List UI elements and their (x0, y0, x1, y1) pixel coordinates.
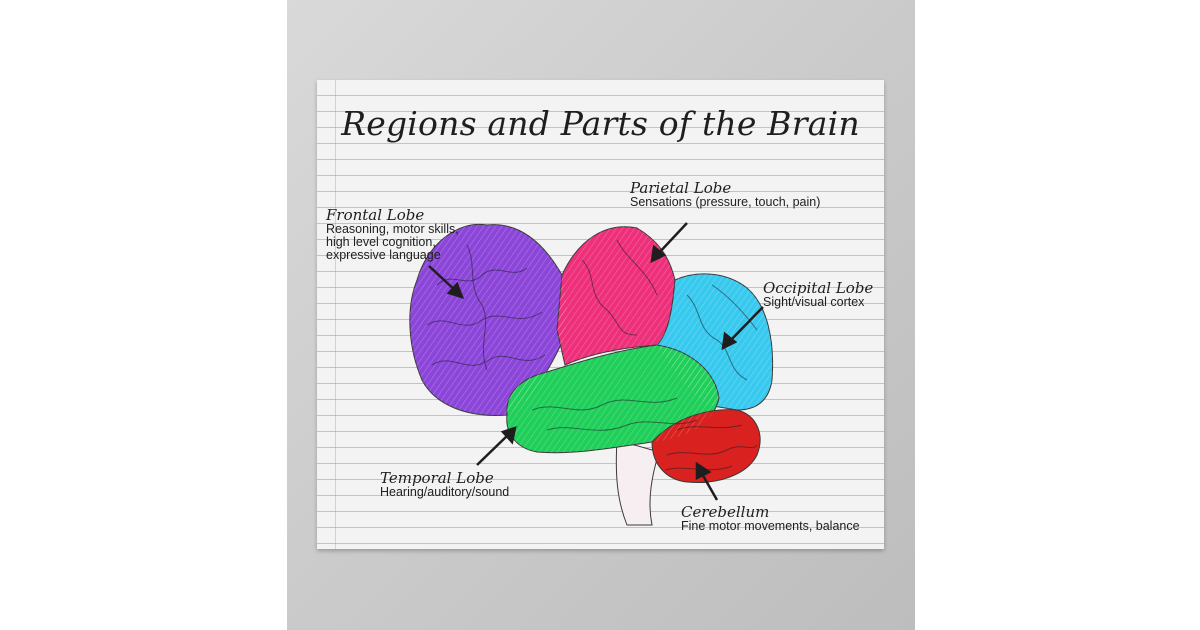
cerebellum-name: Cerebellum (681, 503, 770, 521)
frontal-lobe-name: Frontal Lobe (326, 206, 425, 224)
parietal-lobe-description: Sensations (pressure, touch, pain) (630, 195, 821, 209)
brain-diagram (409, 222, 774, 526)
occipital-lobe-description: Sight/visual cortex (763, 295, 865, 309)
cerebellum-arrow (699, 471, 719, 501)
occipital-arrow (728, 306, 764, 343)
shading-overlay (409, 224, 773, 453)
temporal-arrowhead (500, 426, 517, 445)
brain-poster: Regions and Parts of the Brain (317, 80, 884, 549)
temporal-lobe-name: Temporal Lobe (380, 469, 494, 487)
pointer-arrows (428, 222, 764, 501)
parietal-lobe-label: Parietal Lobe Sensations (pressure, touc… (630, 180, 870, 209)
frontal-lobe-description: Reasoning, motor skills, high level cogn… (326, 222, 459, 262)
occipital-arrowhead (721, 331, 738, 351)
frontal-lobe-label: Frontal Lobe Reasoning, motor skills, hi… (326, 207, 496, 262)
occipital-lobe-name: Occipital Lobe (763, 279, 874, 297)
temporal-lobe-description: Hearing/auditory/sound (380, 485, 510, 499)
cerebellum-label: Cerebellum Fine motor movements, balance (681, 504, 881, 533)
poster-title: Regions and Parts of the Brain (341, 104, 860, 143)
brainstem-region (615, 439, 660, 526)
frontal-arrowhead (446, 281, 465, 299)
parietal-lobe-name: Parietal Lobe (630, 179, 732, 197)
cerebellum-arrowhead (695, 461, 712, 481)
temporal-lobe-label: Temporal Lobe Hearing/auditory/sound (380, 470, 550, 499)
parietal-arrow (656, 222, 688, 256)
cerebellum-description: Fine motor movements, balance (681, 519, 860, 533)
occipital-lobe-label: Occipital Lobe Sight/visual cortex (763, 280, 883, 309)
parietal-arrowhead (650, 244, 667, 264)
brain-folds (426, 239, 758, 471)
temporal-arrow (476, 433, 510, 466)
